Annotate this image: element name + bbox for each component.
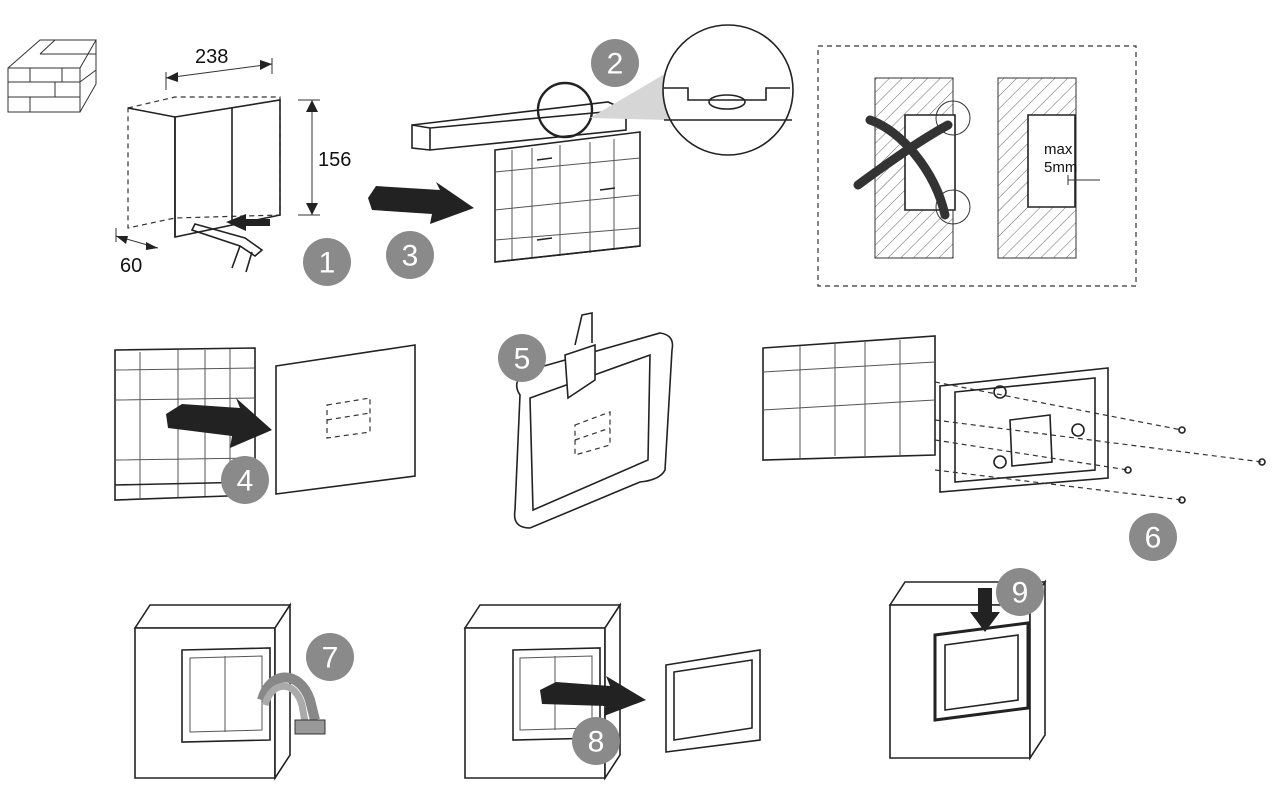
step-badge-5: 5 bbox=[498, 334, 546, 382]
svg-text:9: 9 bbox=[1012, 577, 1029, 610]
width-dimension: 238 bbox=[195, 46, 228, 68]
step4-cover-insert bbox=[114, 344, 416, 501]
step7-wiring bbox=[133, 602, 326, 781]
step-badge-6: 6 bbox=[1129, 513, 1177, 561]
step-badge-8: 8 bbox=[572, 717, 620, 765]
depth-dimension: 60 bbox=[120, 255, 142, 277]
step-badge-1: 1 bbox=[303, 238, 351, 286]
step-badge-4: 4 bbox=[221, 456, 269, 504]
step-badge-3: 3 bbox=[386, 231, 434, 279]
svg-text:4: 4 bbox=[237, 465, 254, 498]
step-badge-9: 9 bbox=[996, 568, 1044, 616]
svg-text:6: 6 bbox=[1145, 522, 1162, 555]
svg-text:2: 2 bbox=[607, 48, 624, 81]
step8-insert-monitor bbox=[463, 602, 761, 781]
svg-text:8: 8 bbox=[588, 726, 605, 759]
5mm-label: 5mm bbox=[1044, 159, 1077, 176]
step-badge-7: 7 bbox=[306, 633, 354, 681]
svg-text:3: 3 bbox=[402, 240, 419, 273]
step5-plaster bbox=[513, 312, 674, 529]
brick-wall-icon bbox=[7, 39, 97, 113]
svg-text:7: 7 bbox=[322, 642, 339, 675]
step9-final bbox=[888, 579, 1047, 761]
wall-finish-inset bbox=[817, 45, 1137, 287]
height-dimension: 156 bbox=[318, 149, 351, 171]
svg-text:5: 5 bbox=[514, 343, 531, 376]
max-label: max bbox=[1044, 141, 1073, 158]
step-badge-2: 2 bbox=[591, 39, 639, 87]
step2-level-box bbox=[368, 24, 794, 263]
step1-cavity bbox=[115, 58, 320, 273]
step6-mount-frame bbox=[762, 335, 1266, 504]
svg-text:1: 1 bbox=[319, 247, 336, 280]
